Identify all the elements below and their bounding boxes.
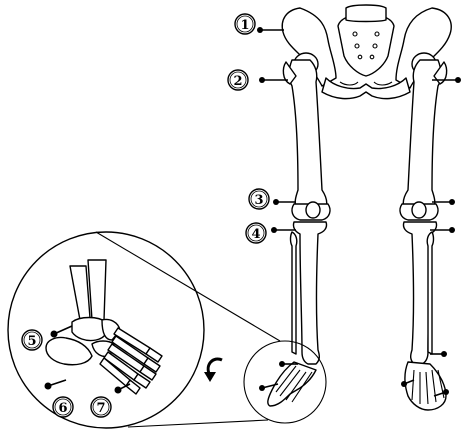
marker-1: 1 — [234, 13, 284, 35]
marker-5: 5 — [21, 325, 73, 351]
foot-highlight-circle — [243, 340, 327, 424]
marker-4-label: 4 — [251, 227, 260, 242]
marker-5-label: 5 — [27, 334, 36, 349]
marker-7: 7 — [90, 383, 131, 418]
magnified-foot — [7, 231, 281, 429]
left-foot — [267, 361, 317, 407]
marker-4: 4 — [245, 222, 296, 244]
marker-3: 3 — [248, 188, 296, 210]
pelvis — [281, 4, 452, 100]
marker-2-label: 2 — [233, 74, 242, 89]
marker-3-label: 3 — [254, 193, 263, 208]
marker-2: 2 — [227, 69, 288, 91]
marker-6: 6 — [44, 379, 74, 418]
right-leg — [399, 52, 448, 365]
marker-1-label: 1 — [240, 18, 249, 33]
marker-6-label: 6 — [58, 401, 67, 416]
curved-arrow-icon — [204, 357, 223, 382]
left-leg — [282, 52, 331, 365]
marker-pins — [259, 77, 461, 397]
marker-7-label: 7 — [96, 401, 105, 416]
right-foot — [404, 361, 447, 411]
